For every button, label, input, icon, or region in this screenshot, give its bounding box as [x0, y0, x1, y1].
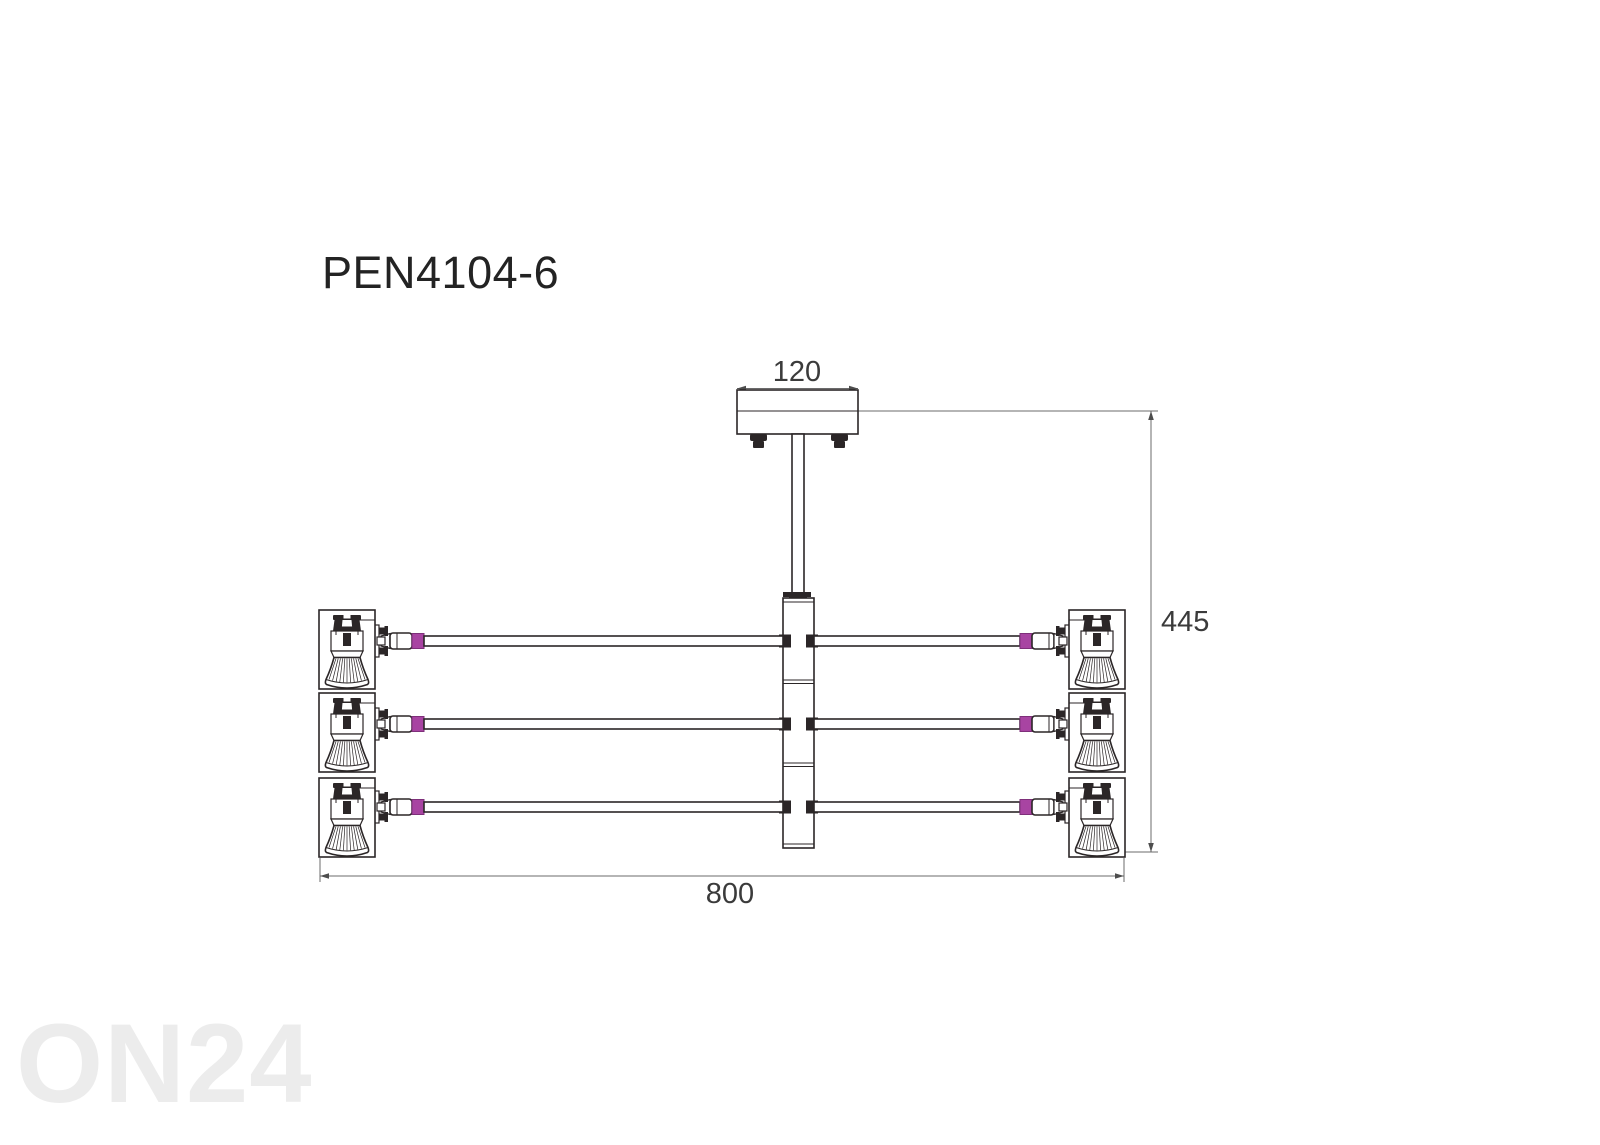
arm-right-2 [813, 715, 1064, 733]
spotlight-unit-left-3 [318, 777, 376, 858]
column-top-flange [783, 592, 811, 597]
canopy-width-value: 120 [773, 356, 821, 388]
spotlight-unit-right-2 [1068, 692, 1126, 773]
overall-width-value: 800 [706, 878, 754, 910]
dimension-overall-drop: 445 [1148, 411, 1209, 852]
center-column [779, 592, 818, 849]
spotlight-unit-left-2 [318, 692, 376, 773]
arm-right-3 [813, 798, 1064, 816]
overall-drop-value: 445 [1161, 606, 1209, 638]
ceiling-canopy [736, 389, 859, 448]
product-model-label: PEN4104-6 [322, 247, 560, 298]
dimension-overall-width: 800 [320, 873, 1124, 910]
extension-lines [319, 410, 1158, 882]
dimension-canopy-width: 120 [737, 356, 858, 392]
spotlight-unit-left-1 [318, 609, 376, 690]
arm-left-3 [380, 798, 784, 816]
stem-rod [791, 433, 805, 595]
watermark: ON24 [16, 1001, 313, 1126]
arm-left-2 [380, 715, 784, 733]
spotlight-unit-right-3 [1068, 777, 1126, 858]
arm-left-1 [380, 632, 784, 650]
canopy-mounting-screws [750, 434, 848, 448]
arm-right-1 [813, 632, 1064, 650]
spotlight-unit-right-1 [1068, 609, 1126, 690]
